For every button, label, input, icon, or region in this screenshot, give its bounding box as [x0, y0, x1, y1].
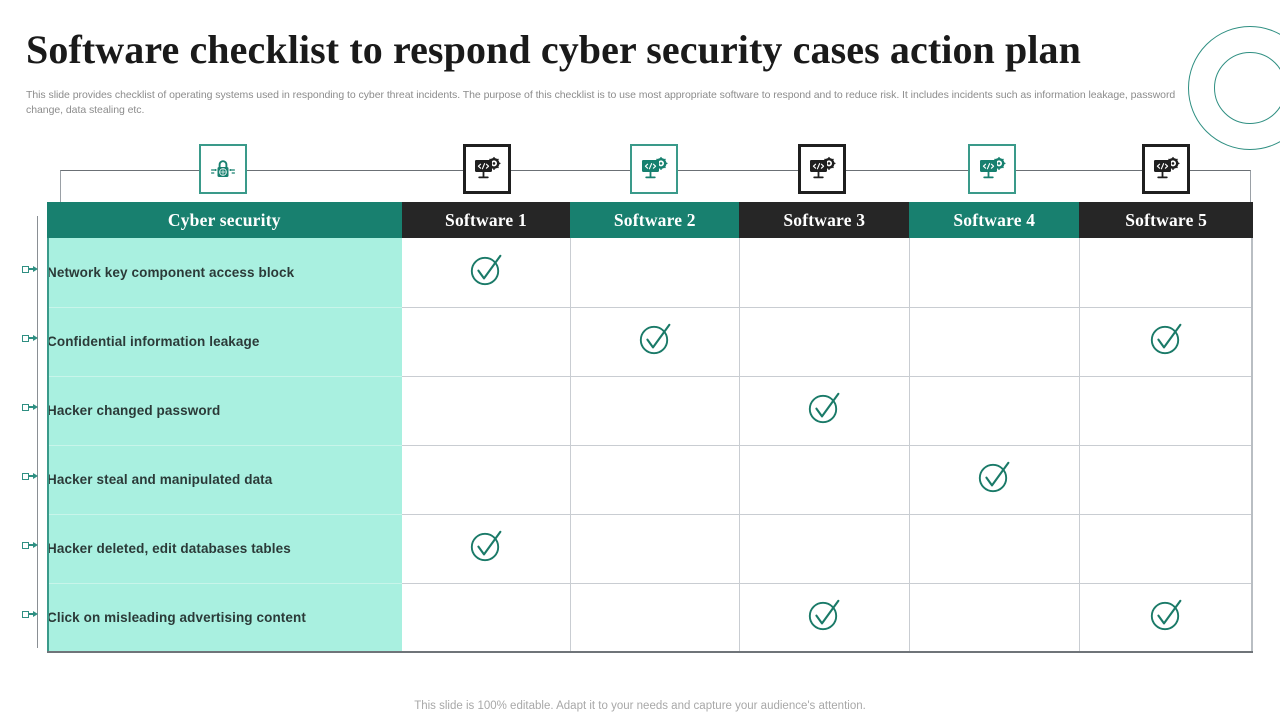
table-row: Hacker changed password [47, 376, 1253, 446]
column-header-software-5: Software 5 [1079, 202, 1253, 238]
lock-network-icon [199, 144, 247, 194]
row-arrow-5 [22, 540, 38, 551]
cell-empty[interactable] [739, 307, 910, 377]
cell-empty[interactable] [739, 238, 910, 308]
cell-checked[interactable] [739, 583, 910, 652]
column-header-software-1: Software 1 [401, 202, 571, 238]
cell-empty[interactable] [909, 583, 1080, 652]
column-header-cyber-security: Cyber security [47, 202, 402, 238]
cell-empty[interactable] [909, 307, 1080, 377]
cell-empty[interactable] [570, 376, 740, 446]
cell-empty[interactable] [1079, 238, 1253, 308]
ring-inner-icon [1214, 52, 1280, 124]
table-frame-right [1251, 238, 1253, 652]
cell-checked[interactable] [1079, 583, 1253, 652]
monitor-code-icon-3 [798, 144, 846, 194]
row-label: Hacker deleted, edit databases tables [47, 514, 402, 584]
table-row: Hacker deleted, edit databases tables [47, 514, 1253, 584]
cell-checked[interactable] [909, 445, 1080, 515]
row-arrow-1 [22, 264, 38, 275]
table-row: Click on misleading advertising content [47, 583, 1253, 652]
cell-empty[interactable] [401, 376, 571, 446]
monitor-code-icon-1 [463, 144, 511, 194]
cell-checked[interactable] [1079, 307, 1253, 377]
row-arrow-6 [22, 609, 38, 620]
cell-empty[interactable] [401, 445, 571, 515]
cell-checked[interactable] [401, 238, 571, 308]
row-label: Confidential information leakage [47, 307, 402, 377]
cell-empty[interactable] [401, 307, 571, 377]
slide-footer-note: This slide is 100% editable. Adapt it to… [414, 700, 866, 712]
cell-empty[interactable] [570, 583, 740, 652]
column-header-software-3: Software 3 [739, 202, 910, 238]
row-connector-spine [37, 216, 38, 648]
row-label: Hacker steal and manipulated data [47, 445, 402, 515]
monitor-code-icon-5 [1142, 144, 1190, 194]
ring-outer-icon [1188, 26, 1280, 150]
cell-empty[interactable] [739, 514, 910, 584]
cell-empty[interactable] [909, 376, 1080, 446]
cell-empty[interactable] [909, 514, 1080, 584]
cell-empty[interactable] [401, 583, 571, 652]
cell-checked[interactable] [401, 514, 571, 584]
cell-empty[interactable] [909, 238, 1080, 308]
row-arrow-3 [22, 402, 38, 413]
page-subtitle: This slide provides checklist of operati… [26, 89, 1176, 116]
table-row: Network key component access block [47, 238, 1253, 308]
cell-empty[interactable] [1079, 514, 1253, 584]
row-label: Click on misleading advertising content [47, 583, 402, 652]
cell-checked[interactable] [570, 307, 740, 377]
cell-empty[interactable] [739, 445, 910, 515]
row-arrow-4 [22, 471, 38, 482]
page-title: Software checklist to respond cyber secu… [26, 27, 1082, 72]
row-arrow-2 [22, 333, 38, 344]
table-row: Confidential information leakage [47, 307, 1253, 377]
cell-empty[interactable] [1079, 376, 1253, 446]
cell-checked[interactable] [739, 376, 910, 446]
column-header-software-4: Software 4 [909, 202, 1080, 238]
row-label: Network key component access block [47, 238, 402, 308]
table-row: Hacker steal and manipulated data [47, 445, 1253, 515]
cell-empty[interactable] [570, 445, 740, 515]
column-header-software-2: Software 2 [570, 202, 740, 238]
cell-empty[interactable] [1079, 445, 1253, 515]
table-frame-bottom [47, 651, 1253, 653]
cell-empty[interactable] [570, 514, 740, 584]
row-label: Hacker changed password [47, 376, 402, 446]
monitor-code-icon-4 [968, 144, 1016, 194]
cell-empty[interactable] [570, 238, 740, 308]
decorative-rings [1184, 18, 1280, 158]
monitor-code-icon-2 [630, 144, 678, 194]
table-frame-left [47, 238, 49, 652]
